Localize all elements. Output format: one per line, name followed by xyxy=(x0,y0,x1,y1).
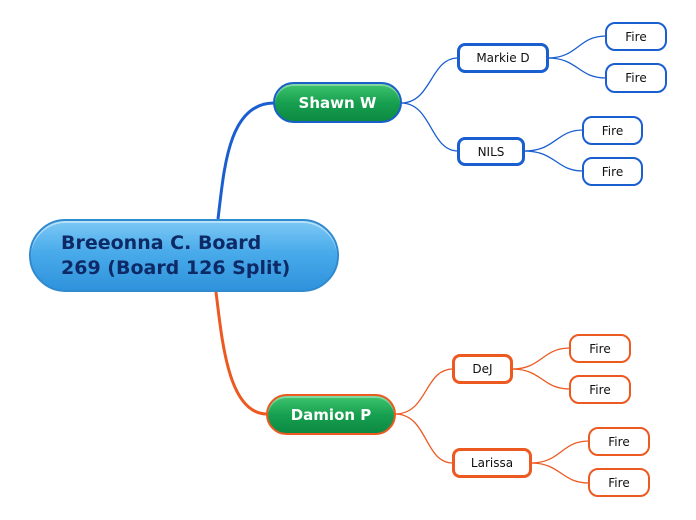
subtopic-dej[interactable]: DeJ xyxy=(452,354,513,384)
leaf-label: Fire xyxy=(601,164,624,179)
link-shawn-markie xyxy=(400,57,459,104)
leaf-fire[interactable]: Fire xyxy=(569,334,631,363)
subtopic-label: NILS xyxy=(477,144,505,159)
leaf-label: Fire xyxy=(625,29,647,44)
topic-label: Shawn W xyxy=(298,93,377,112)
leaf-label: Fire xyxy=(589,341,611,356)
link-shawn-nils xyxy=(400,102,459,152)
link-dej-fire1 xyxy=(511,347,571,370)
link-larissa-fire2 xyxy=(530,462,590,484)
subtopic-larissa[interactable]: Larissa xyxy=(452,448,532,478)
leaf-label: Fire xyxy=(608,434,630,449)
link-markie-fire2 xyxy=(547,57,607,79)
leaf-label: Fire xyxy=(625,71,647,85)
topic-shawn-w[interactable]: Shawn W xyxy=(273,82,402,123)
link-damion-larissa xyxy=(394,413,454,464)
leaf-fire[interactable]: Fire xyxy=(605,63,667,93)
link-damion-dej xyxy=(394,368,454,415)
topic-label: Damion P xyxy=(290,405,372,424)
subtopic-label: Larissa xyxy=(470,456,514,470)
leaf-label: Fire xyxy=(608,475,630,490)
central-topic-label: Breeonna C. Board 269 (Board 126 Split) xyxy=(61,231,291,279)
subtopic-nils[interactable]: NILS xyxy=(457,137,525,166)
link-root-shawn xyxy=(216,101,275,220)
leaf-label: Fire xyxy=(589,382,611,397)
link-root-damion xyxy=(214,291,268,416)
link-nils-fire1 xyxy=(523,129,584,152)
leaf-fire[interactable]: Fire xyxy=(588,427,650,456)
leaf-label: Fire xyxy=(601,123,624,138)
central-topic[interactable]: Breeonna C. Board 269 (Board 126 Split) xyxy=(29,219,339,292)
subtopic-label: Markie D xyxy=(476,51,530,65)
leaf-fire[interactable]: Fire xyxy=(582,157,643,186)
subtopic-markie-d[interactable]: Markie D xyxy=(457,43,549,73)
topic-damion-p[interactable]: Damion P xyxy=(266,394,396,435)
subtopic-label: DeJ xyxy=(472,362,493,376)
leaf-fire[interactable]: Fire xyxy=(605,22,667,51)
leaf-fire[interactable]: Fire xyxy=(569,375,631,404)
leaf-fire[interactable]: Fire xyxy=(588,468,650,497)
link-larissa-fire1 xyxy=(530,440,590,464)
leaf-fire[interactable]: Fire xyxy=(582,116,643,145)
link-dej-fire2 xyxy=(511,368,571,390)
link-nils-fire2 xyxy=(523,150,584,172)
link-markie-fire1 xyxy=(547,35,607,59)
